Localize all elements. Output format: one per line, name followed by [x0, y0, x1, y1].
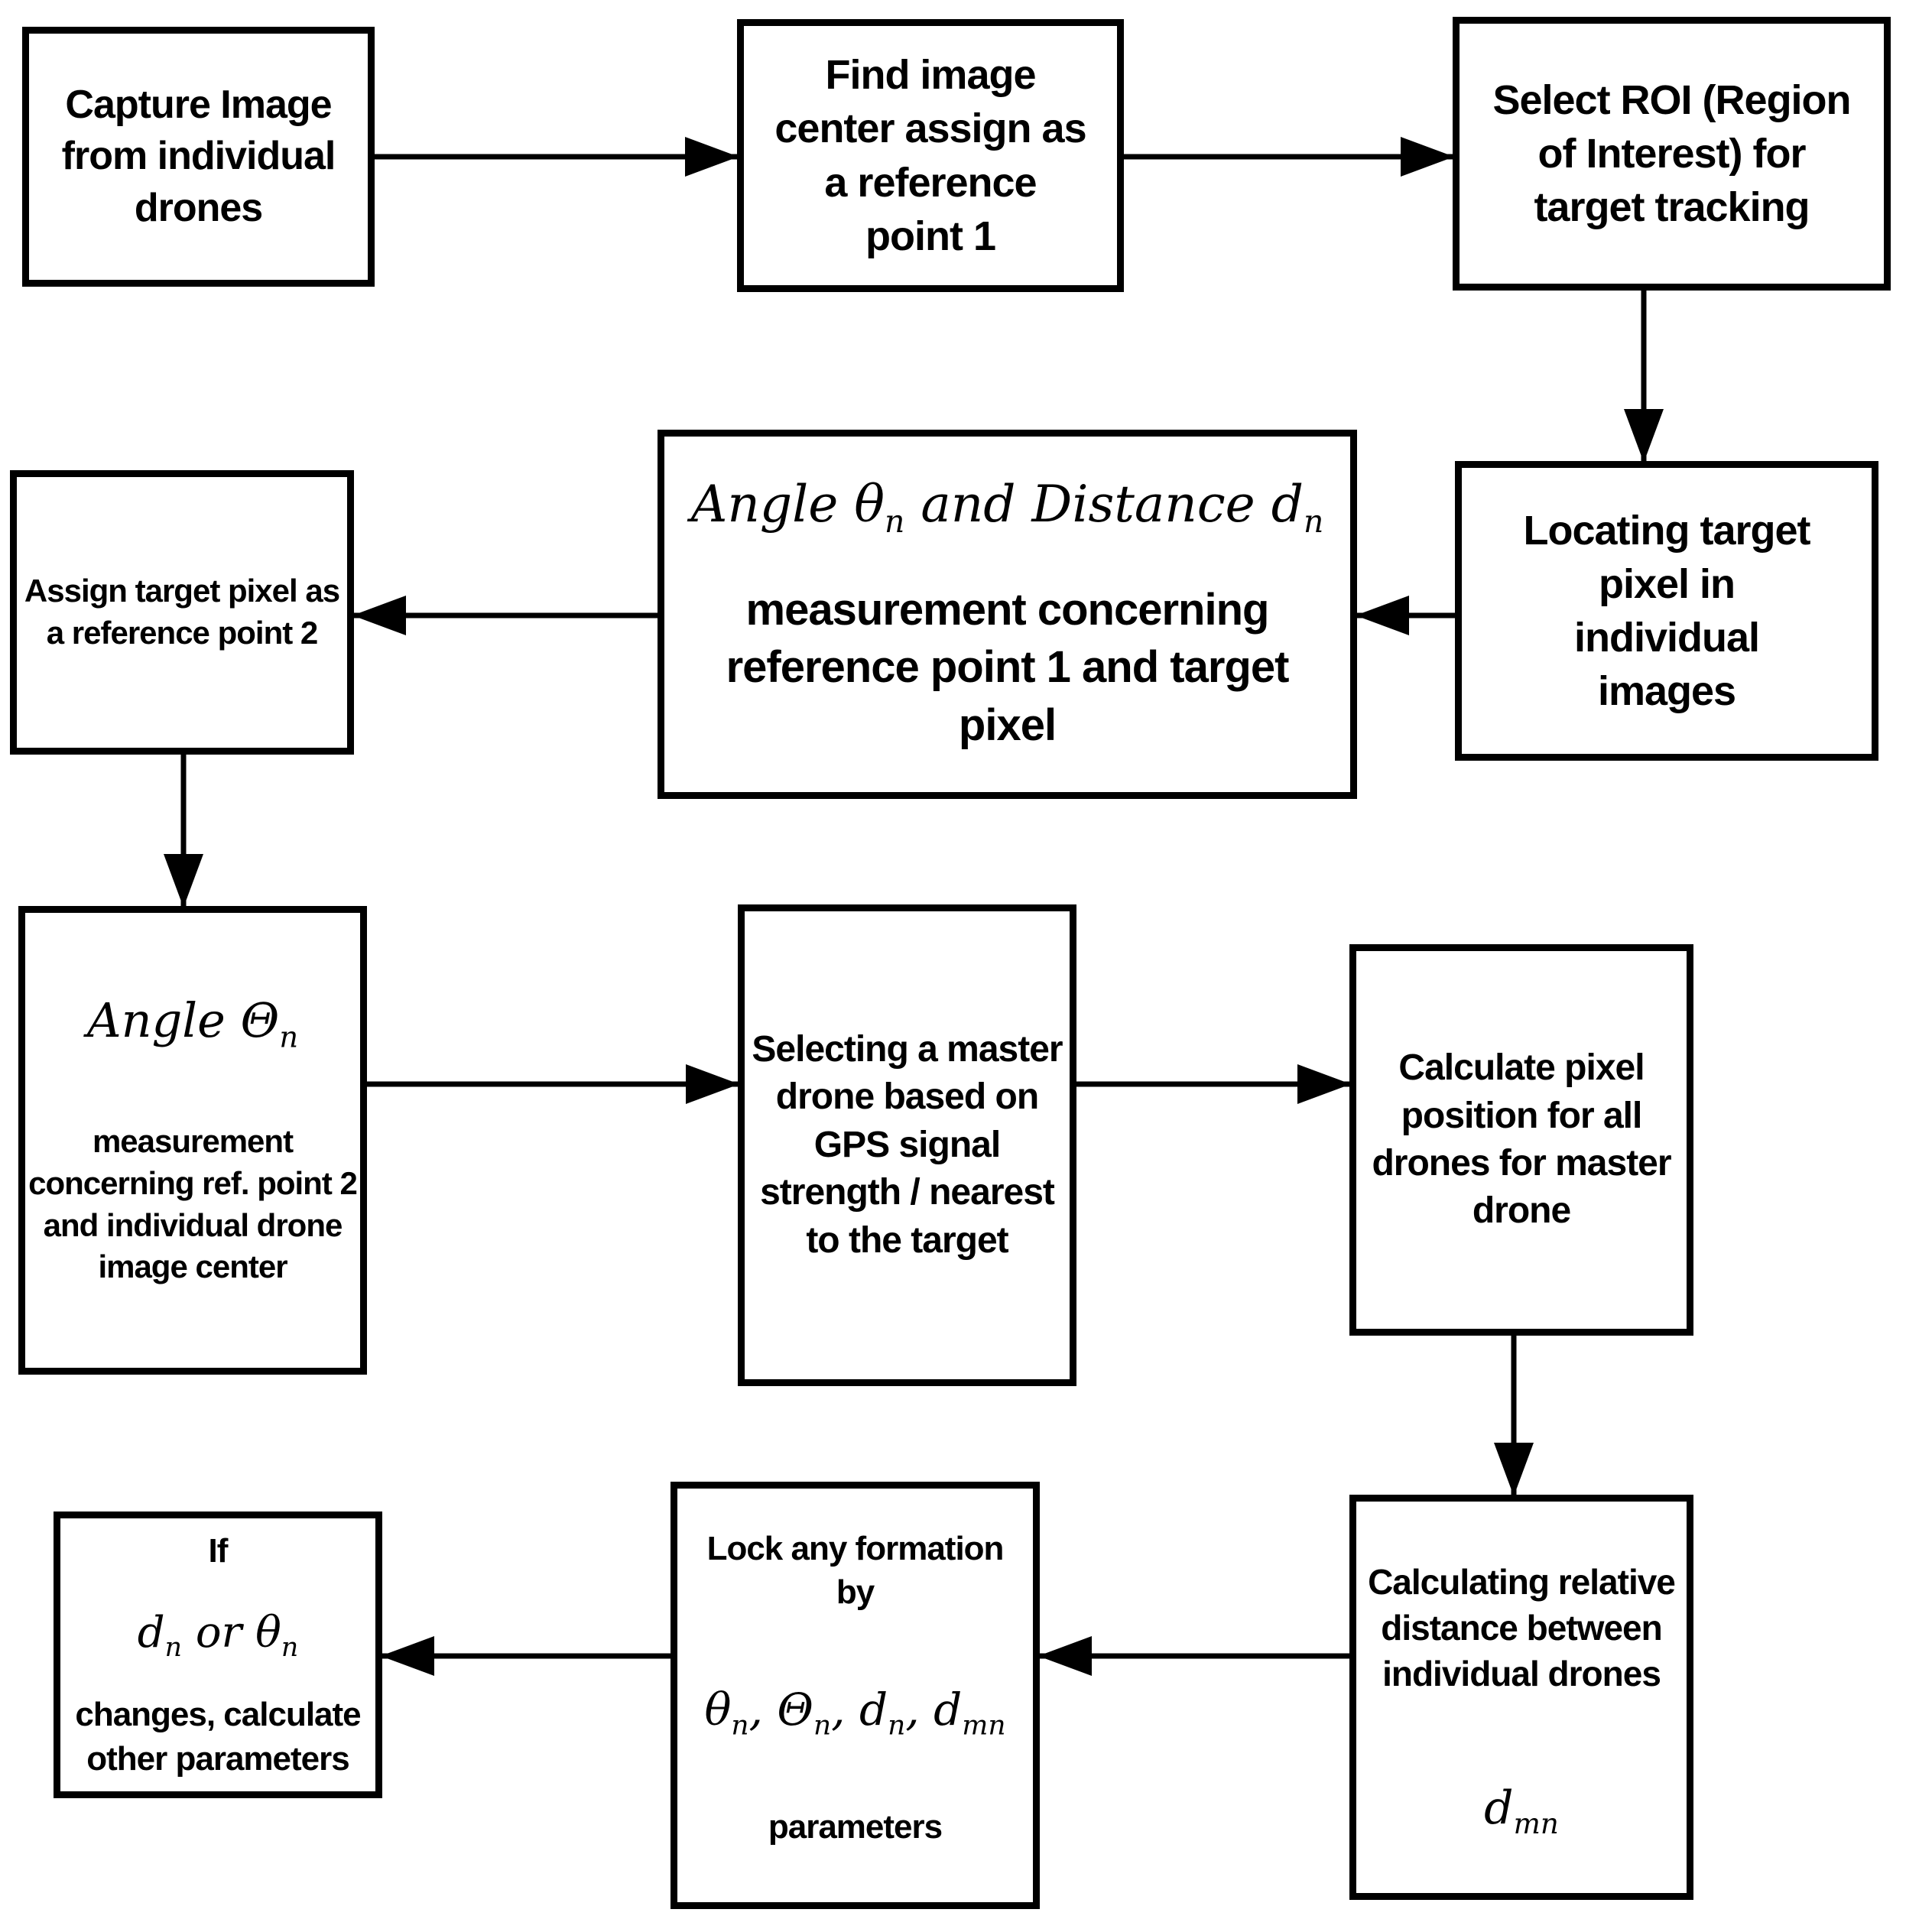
node-select-roi-label: Select ROI (Region of Interest) for targ… — [1492, 76, 1851, 231]
node-assign-reference-point-2: Assign target pixel as a reference point… — [10, 470, 354, 755]
angle-distance-formula: Angle θn and Distance dn — [690, 474, 1324, 541]
node-lock-formation: Lock any formation by θn, Θn, dn, dmn pa… — [671, 1482, 1040, 1909]
node-angle-theta-measurement-label: measurement concerning ref. point 2 and … — [28, 1123, 358, 1285]
if-change-formula: dn or θn — [137, 1608, 299, 1664]
node-relative-distance-label: Calculating relative distance between in… — [1368, 1562, 1676, 1693]
node-locating-target-pixel-label: Locating target pixel in individual imag… — [1523, 507, 1810, 715]
node-find-image-center: Find image center assign as a reference … — [737, 19, 1124, 292]
node-lock-formation-label-bottom: parameters — [768, 1807, 943, 1846]
node-angle-distance-measurement-label: measurement concerning reference point 1… — [726, 584, 1290, 750]
node-capture-image: Capture Image from individual drones — [22, 27, 375, 287]
lock-formation-parameters-formula: θn, Θn, dn, dmn — [704, 1684, 1006, 1742]
node-if-parameters-change-label-top: If — [208, 1532, 229, 1570]
node-lock-formation-label-top: Lock any formation by — [706, 1530, 1005, 1612]
node-if-parameters-change: If dn or θn changes, calculate other par… — [54, 1512, 382, 1798]
node-calculate-pixel-position-label: Calculate pixel position for all drones … — [1372, 1047, 1671, 1232]
node-relative-distance: Calculating relative distance between in… — [1349, 1495, 1693, 1900]
relative-distance-formula: dmn — [1484, 1781, 1559, 1840]
node-select-master-drone-label: Selecting a master drone based on GPS si… — [752, 1029, 1063, 1261]
node-calculate-pixel-position: Calculate pixel position for all drones … — [1349, 944, 1693, 1336]
node-locating-target-pixel: Locating target pixel in individual imag… — [1455, 461, 1878, 761]
node-angle-distance-measurement: Angle θn and Distance dn measurement con… — [658, 430, 1357, 799]
node-angle-theta-measurement: Angle Θn measurement concerning ref. poi… — [18, 906, 367, 1375]
node-select-roi: Select ROI (Region of Interest) for targ… — [1453, 17, 1891, 291]
node-if-parameters-change-label-bottom: changes, calculate other parameters — [75, 1696, 361, 1778]
node-select-master-drone: Selecting a master drone based on GPS si… — [738, 904, 1076, 1386]
node-capture-image-label: Capture Image from individual drones — [61, 82, 336, 230]
node-find-image-center-label: Find image center assign as a reference … — [774, 52, 1086, 259]
node-assign-reference-point-2-label: Assign target pixel as a reference point… — [24, 573, 340, 651]
angle-theta-formula: Angle Θn — [86, 992, 299, 1055]
